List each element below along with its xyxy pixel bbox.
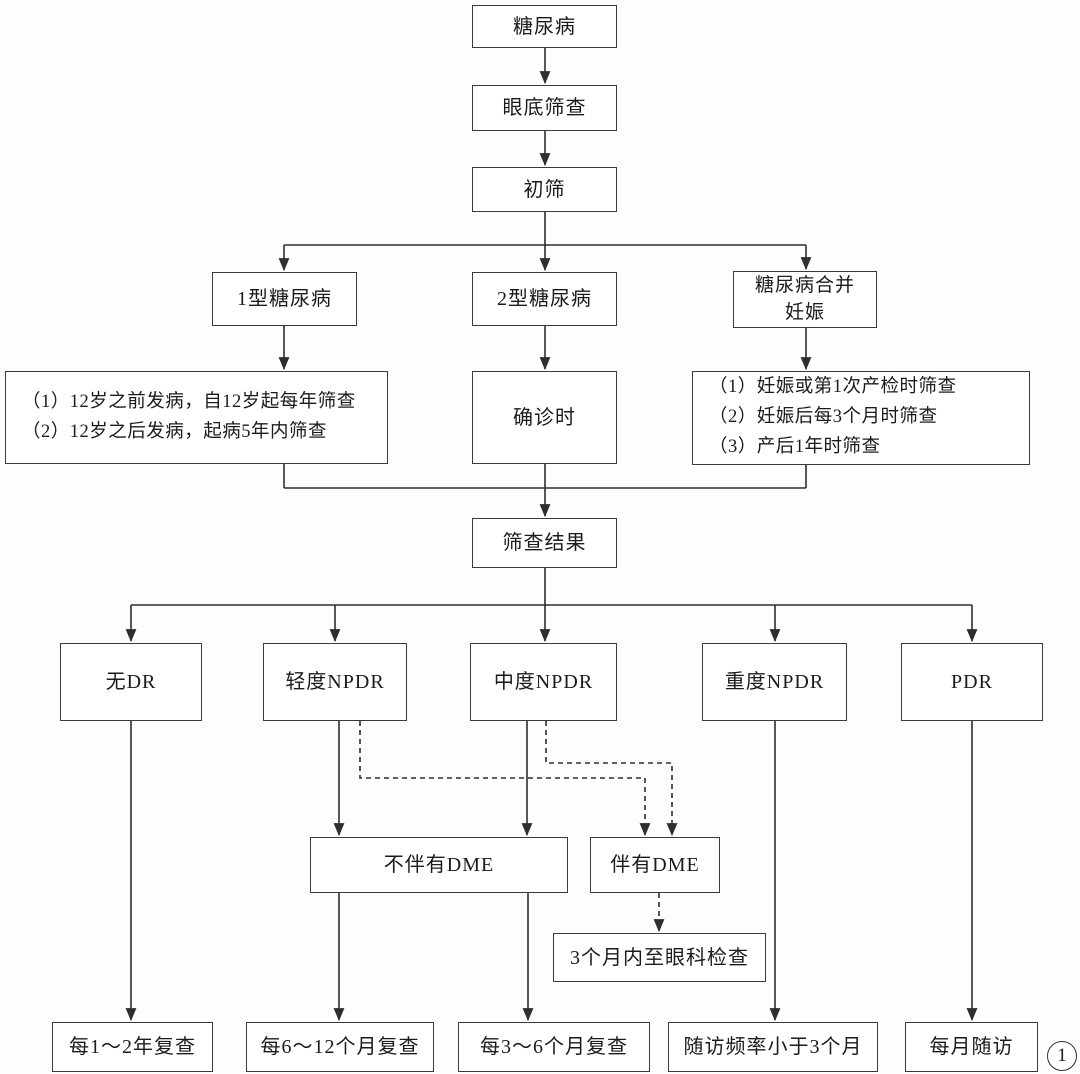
node-label: 不伴有DME — [383, 854, 495, 876]
node-label: 初筛 — [523, 178, 566, 201]
schedule-line: （1）妊娠或第1次产检时筛查 — [709, 377, 957, 398]
node-recheck-3-6m: 每3～6个月复查 — [458, 1022, 650, 1072]
node-pdr: PDR — [901, 643, 1043, 721]
node-label: PDR — [951, 671, 993, 693]
schedule-line: （1）12岁之前发病，自12岁起每年筛查 — [22, 391, 356, 412]
node-label-line2: 妊娠 — [784, 301, 825, 323]
node-eye-exam: 3个月内至眼科检查 — [553, 933, 766, 982]
schedule-line: （2）12岁之后发病，起病5年内筛查 — [22, 421, 328, 442]
node-label: 伴有DME — [610, 854, 700, 876]
figure-number: 1 — [1057, 1045, 1067, 1066]
dashed-moderate-to-with-dme — [545, 721, 678, 837]
node-label: 眼底筛查 — [502, 97, 587, 119]
node-without-dme: 不伴有DME — [310, 837, 568, 893]
dashed-mild-to-with-dme — [359, 721, 651, 837]
node-label: 中度NPDR — [493, 671, 594, 693]
node-label: 每月随访 — [929, 1036, 1014, 1058]
node-label: 无DR — [105, 671, 157, 693]
schedule-line: （2）妊娠后每3个月时筛查 — [709, 407, 938, 428]
node-label: 每6～12个月复查 — [260, 1036, 420, 1058]
node-no-dr: 无DR — [60, 643, 202, 721]
node-recheck-6-12m: 每6～12个月复查 — [246, 1022, 434, 1072]
node-type1-diabetes: 1型糖尿病 — [212, 272, 357, 326]
node-label: 每3～6个月复查 — [480, 1036, 628, 1058]
node-label-line1: 糖尿病合并 — [754, 274, 855, 296]
node-gestational-diabetes: 糖尿病合并 妊娠 — [733, 271, 877, 328]
node-label: 轻度NPDR — [285, 671, 385, 693]
node-type2-schedule: 确诊时 — [472, 371, 617, 464]
node-label: 糖尿病 — [513, 15, 576, 38]
node-recheck-1-2y: 每1～2年复查 — [52, 1022, 213, 1072]
node-fundus-screening: 眼底筛查 — [472, 85, 617, 131]
node-followup-lt-3m: 随访频率小于3个月 — [668, 1022, 878, 1072]
figure-number-badge: 1 — [1047, 1041, 1077, 1071]
node-diabetes: 糖尿病 — [472, 5, 617, 48]
node-label: 3个月内至眼科检查 — [570, 946, 749, 969]
node-label: 重度NPDR — [724, 671, 825, 693]
node-mild-npdr: 轻度NPDR — [263, 643, 407, 721]
node-label: 1型糖尿病 — [237, 288, 332, 310]
node-severe-npdr: 重度NPDR — [702, 643, 847, 721]
schedule-line: （3）产后1年时筛查 — [709, 436, 881, 457]
node-type1-schedule: （1）12岁之前发病，自12岁起每年筛查 （2）12岁之后发病，起病5年内筛查 — [5, 371, 388, 464]
node-label: 筛查结果 — [502, 532, 587, 554]
node-type2-diabetes: 2型糖尿病 — [472, 272, 617, 326]
node-with-dme: 伴有DME — [590, 837, 720, 893]
node-label: 每1～2年复查 — [69, 1036, 196, 1058]
node-moderate-npdr: 中度NPDR — [470, 643, 617, 721]
node-screening-result: 筛查结果 — [472, 518, 617, 568]
node-label: 确诊时 — [513, 406, 576, 429]
node-label: 2型糖尿病 — [497, 288, 592, 310]
node-gestational-schedule: （1）妊娠或第1次产检时筛查 （2）妊娠后每3个月时筛查 （3）产后1年时筛查 — [692, 371, 1030, 465]
node-followup-monthly: 每月随访 — [905, 1022, 1038, 1072]
node-label: 随访频率小于3个月 — [683, 1036, 863, 1058]
node-initial-screening: 初筛 — [472, 167, 617, 212]
